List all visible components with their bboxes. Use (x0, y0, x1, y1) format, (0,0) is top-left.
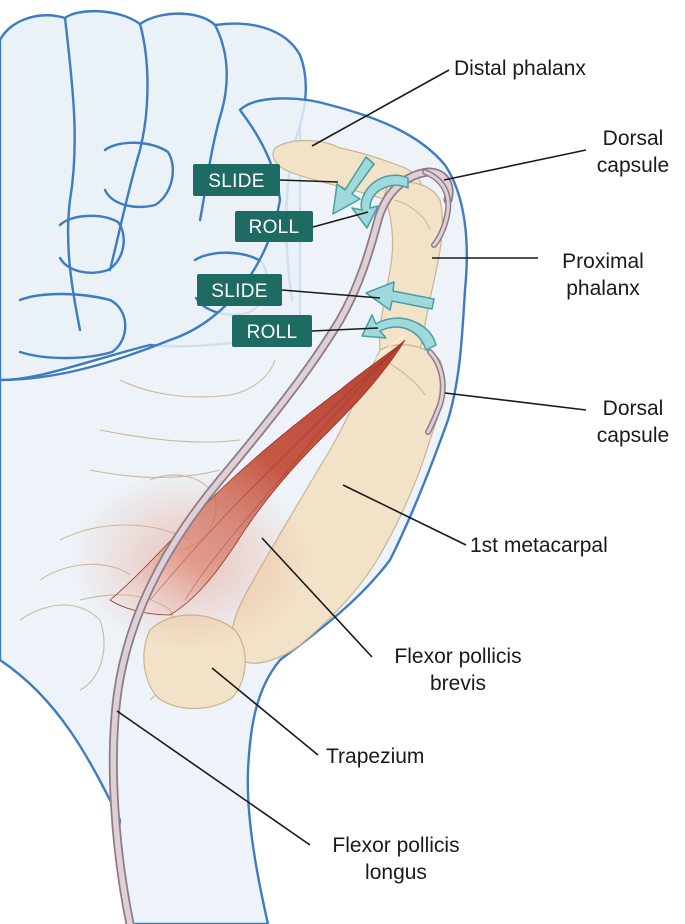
label-fpl-1: Flexor pollicis (332, 834, 459, 857)
tag-roll-top-text: ROLL (249, 217, 300, 238)
flexor-pollicis-brevis-muscle (70, 334, 406, 650)
roll-arrow-top (351, 174, 409, 229)
leader-first-metacarpal (342, 484, 467, 546)
leader-fpb (261, 537, 373, 658)
slide-arrow-bottom (365, 281, 435, 311)
leader-lines (116, 69, 587, 846)
finger-crease-2 (108, 22, 149, 272)
tag-slide-bottom: SLIDE (197, 274, 282, 306)
leader-trapezium (211, 667, 319, 756)
label-proximal-phalanx-2: phalanx (566, 277, 640, 300)
leader-distal-phalanx (311, 69, 450, 147)
roll-arrow-bottom (361, 314, 437, 351)
label-fpl-2: longus (365, 861, 427, 884)
tag-roll-bottom-pointer (311, 327, 379, 332)
label-first-metacarpal: 1st metacarpal (470, 534, 608, 557)
labels: Distal phalanx Dorsal capsule Proximal p… (326, 57, 669, 884)
tag-slide-bottom-text: SLIDE (211, 281, 267, 302)
tag-slide-bottom-pointer (281, 289, 381, 299)
finger-crease-1 (63, 16, 82, 332)
fpb-belly (109, 339, 406, 616)
dorsal-capsule-bottom-inner (426, 350, 445, 434)
finger-knuckle (18, 292, 127, 360)
motion-arrows (332, 156, 437, 351)
label-trapezium: Trapezium (326, 745, 424, 768)
dorsal-capsule-top-inner (423, 170, 450, 247)
tag-roll-top: ROLL (235, 211, 313, 242)
tag-slide-top-pointer (279, 179, 339, 183)
tag-slide-top-text: SLIDE (208, 171, 264, 192)
label-proximal-phalanx-1: Proximal (562, 250, 644, 273)
finger-tip-2 (103, 141, 175, 209)
leader-fpl (116, 710, 311, 846)
tag-roll-bottom: ROLL (232, 315, 312, 347)
slide-arrow-top (332, 156, 375, 215)
tag-roll-top-pointer (312, 211, 369, 228)
label-fpb-1: Flexor pollicis (394, 645, 521, 668)
leader-dorsal-capsule-bottom (444, 392, 587, 411)
label-dorsal-capsule-bottom-1: Dorsal (603, 397, 664, 420)
label-distal-phalanx: Distal phalanx (454, 57, 586, 80)
tag-slide-top: SLIDE (193, 164, 280, 196)
label-dorsal-capsule-top-2: capsule (597, 154, 669, 177)
leader-dorsal-capsule-top (443, 149, 587, 181)
label-dorsal-capsule-bottom-2: capsule (597, 424, 669, 447)
tag-roll-bottom-text: ROLL (247, 322, 298, 343)
label-fpb-2: brevis (430, 672, 486, 695)
label-dorsal-capsule-top-1: Dorsal (603, 127, 664, 150)
finger-tip-1 (58, 214, 125, 274)
